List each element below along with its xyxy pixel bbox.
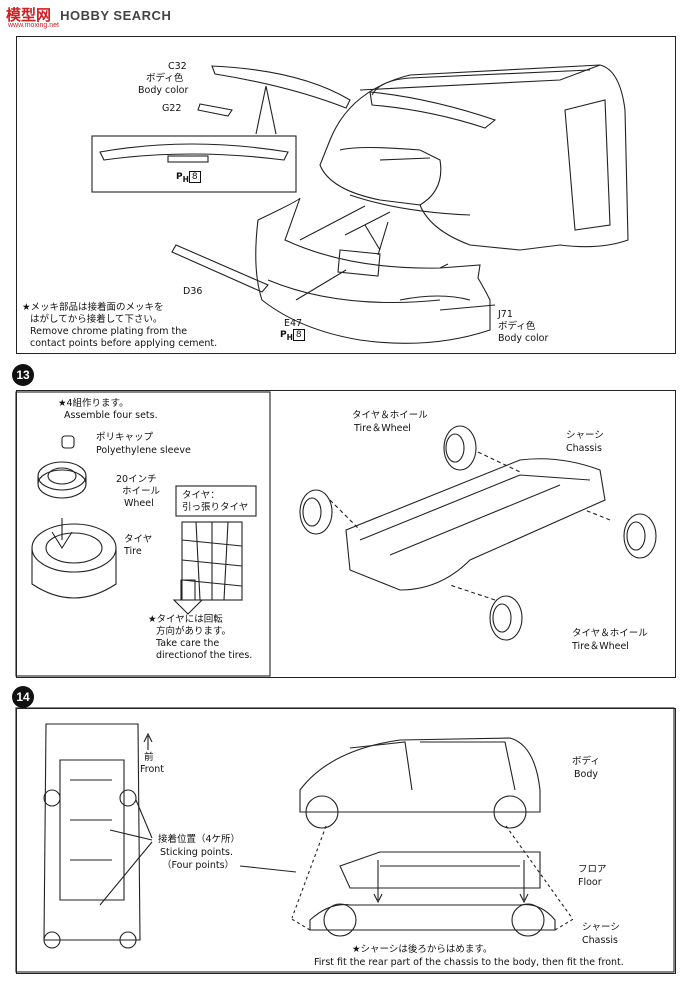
assemble-en: Assemble four sets. (64, 410, 158, 421)
tire-en: Tire (124, 546, 142, 557)
note-en-1: Remove chrome plating from the (30, 326, 188, 337)
chassis14-en: Chassis (582, 935, 618, 946)
note-jp-1: ★メッキ部品は接着面のメッキを (22, 302, 164, 313)
label-j71-jp: ボディ色 (498, 321, 536, 332)
tw-top-jp: タイヤ＆ホイール (352, 410, 428, 421)
bumper-j71 (255, 197, 491, 344)
fit-en: First fit the rear part of the chassis t… (314, 957, 624, 968)
pm-a-num: 8 (188, 171, 201, 183)
chassis-14 (309, 904, 556, 931)
chassis13-jp: シャーシ (566, 430, 604, 441)
chassis13-en: Chassis (566, 443, 602, 454)
body14-jp: ボディ (572, 756, 600, 767)
fit-jp: ★シャーシは後ろからはめます。 (352, 944, 493, 955)
tw-bot-en: Tire＆Wheel (572, 641, 629, 652)
pm-b-p: P (280, 330, 287, 340)
label-c32: C32 (168, 61, 187, 72)
tire-box-1: タイヤ： (182, 490, 220, 501)
stick-point-fr (119, 789, 137, 807)
note-jp-2: はがしてから接着して下さい。 (30, 314, 163, 325)
floor-14 (339, 851, 541, 889)
front-en: Front (140, 764, 165, 775)
poly-sleeve (61, 435, 75, 449)
top-panel (16, 36, 676, 354)
stick-jp: 接着位置（4ケ所） (158, 834, 241, 845)
pm-a-sub: H (182, 174, 189, 184)
wheel-rear-top (443, 425, 477, 471)
chassis-13 (345, 458, 606, 591)
stick-point-fl (43, 789, 61, 807)
floor14-en: Floor (578, 877, 602, 888)
stick-en-2: （Four points） (162, 860, 235, 871)
tw-top-en: Tire＆Wheel (354, 423, 411, 434)
poly-jp: ポリキャップ (96, 432, 154, 443)
label-j71: J71 (498, 309, 513, 320)
chassis-top-view (43, 723, 141, 941)
chassis14-jp: シャーシ (582, 922, 620, 933)
front-jp: 前 (144, 752, 154, 763)
pm-a-p: P (176, 172, 183, 182)
rot-jp-2: 方向があります。 (156, 626, 232, 637)
stick-en-1: Sticking points. (160, 847, 234, 858)
label-c32-jp: ボディ色 (146, 73, 184, 84)
spoiler-c32 (211, 65, 351, 109)
pm-b-num: 8 (292, 329, 305, 341)
step-14-panel (16, 708, 676, 974)
inset-box (91, 135, 297, 193)
label-c32-en: Body color (138, 85, 189, 96)
step-14-number: 14 (12, 686, 34, 708)
poly-en: Polyethylene sleeve (96, 445, 191, 456)
stick-point-rr (119, 931, 137, 949)
rot-en-2: directionof the tires. (156, 650, 253, 661)
wheel-en: Wheel (124, 498, 154, 509)
floor14-jp: フロア (578, 864, 607, 875)
license-plate-e47 (337, 249, 381, 277)
label-d36: D36 (183, 286, 203, 297)
label-g22: G22 (162, 103, 182, 114)
tw-bot-jp: タイヤ＆ホイール (572, 628, 648, 639)
site-logo: 模型网 HOBBY SEARCH (6, 4, 171, 25)
tire-box-2: 引っ張りタイヤ (182, 502, 249, 513)
tire-jp: タイヤ (124, 534, 153, 545)
brand-en: HOBBY SEARCH (60, 8, 172, 23)
part-g22 (197, 103, 233, 117)
pm-b-sub: H (286, 332, 293, 342)
rot-jp-1: ★タイヤには回転 (148, 614, 223, 625)
note-en-2: contact points before applying cement. (30, 338, 218, 349)
wheel-jp-2: ホイール (122, 486, 161, 497)
rot-en-1: Take care the (156, 638, 220, 649)
step-13-panel (16, 390, 676, 678)
brand-cn: 模型网 (6, 6, 52, 24)
wheel-jp-1: 20インチ (116, 474, 157, 485)
label-j71-en: Body color (498, 333, 549, 344)
label-e47: E47 (284, 318, 303, 329)
wheel-bottom (489, 595, 523, 641)
wheel-right (623, 513, 657, 559)
assemble-jp: ★4組作ります。 (58, 398, 129, 409)
stick-point-rl (43, 931, 61, 949)
body-14 (299, 737, 541, 813)
part-d36 (171, 244, 269, 293)
direction-arrow (172, 579, 204, 615)
van-body-shape (319, 64, 629, 251)
step-13-number: 13 (12, 364, 34, 386)
wheel-front-left (299, 489, 333, 535)
body14-en: Body (574, 769, 598, 780)
brand-url: www.moxing.net (8, 22, 59, 29)
